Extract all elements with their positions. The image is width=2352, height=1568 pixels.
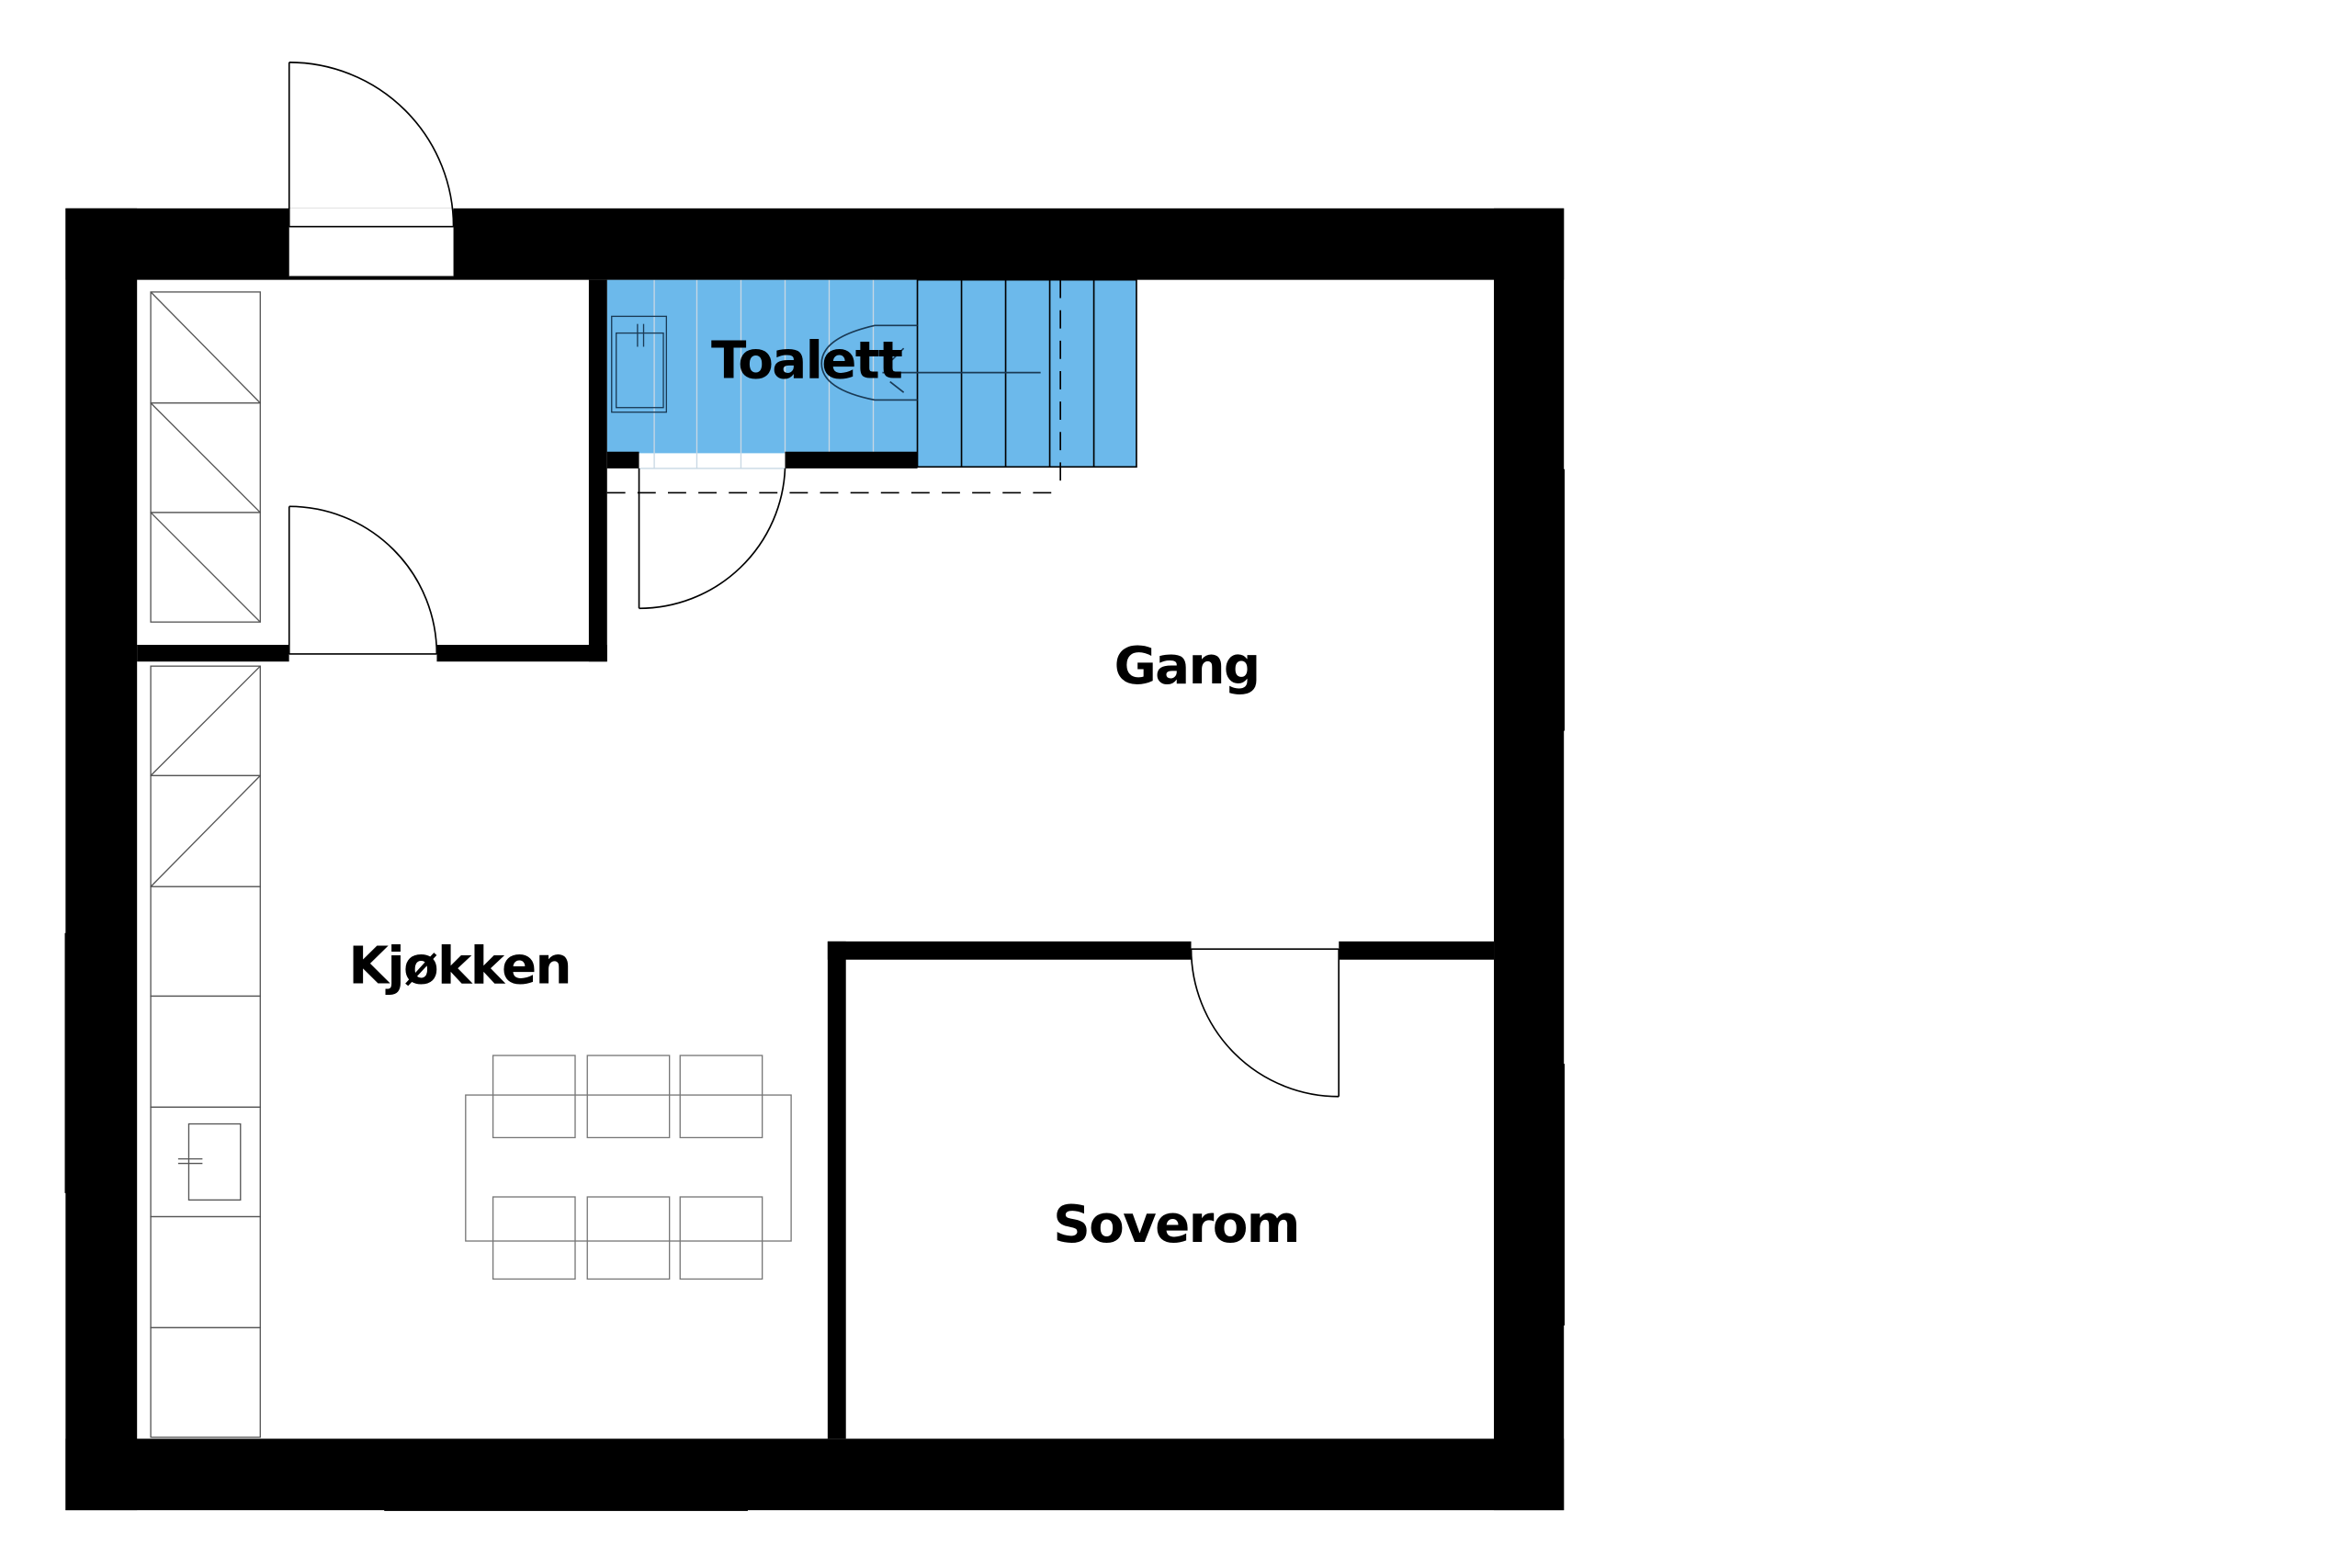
room-label-gang: Gang: [1114, 637, 1260, 696]
toilet-area: [606, 279, 918, 454]
room-label-soverom: Soverom: [1053, 1195, 1299, 1255]
closet-door[interactable]: [288, 505, 438, 662]
chair: [492, 1196, 576, 1280]
room-label-kjokken: Kjøkken: [348, 936, 571, 996]
chair: [679, 1196, 763, 1280]
window-left: [64, 932, 137, 1193]
window-right-bottom: [1494, 1064, 1566, 1325]
kitchen-cabinets: [150, 665, 261, 1438]
window-bottom: [384, 1439, 748, 1511]
chair: [679, 1055, 763, 1139]
toilet-door[interactable]: [638, 468, 786, 610]
entrance-door[interactable]: [288, 62, 455, 278]
walls: [65, 208, 1565, 1511]
room-label-toalett: Toalett: [711, 331, 902, 390]
dining-table: [465, 1055, 792, 1280]
bedroom-door[interactable]: [1190, 941, 1340, 1098]
closet-cabinets: [150, 291, 261, 623]
chair: [586, 1196, 671, 1280]
kitchen-sink-icon: [177, 1122, 242, 1201]
window-right-top: [1494, 468, 1566, 731]
toilet-sink-icon: [611, 315, 668, 413]
toilet-bowl-icon: [820, 324, 1041, 401]
chair: [586, 1055, 671, 1139]
staircase: [916, 278, 1137, 468]
chair: [492, 1055, 576, 1139]
table: [465, 1094, 792, 1242]
toilet-floor-lines: [639, 279, 875, 469]
